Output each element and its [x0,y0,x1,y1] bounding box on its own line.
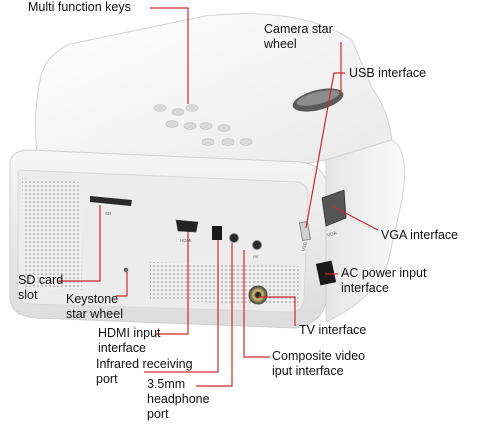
keystone-star-wheel[interactable] [123,267,129,273]
key-button[interactable] [171,108,185,116]
leader-hdmi [156,232,189,335]
label-camera-star-wheel: Camera star wheel [264,22,333,51]
ac-power-socket[interactable] [315,260,337,286]
usb-port[interactable] [299,220,311,242]
key-button[interactable] [153,104,167,112]
leader-headphone [196,243,233,387]
infrared-receiver [212,226,222,240]
leader-keystone [116,272,128,297]
label-vga-interface: VGA interface [381,228,459,242]
vga-marking: VGA [327,230,338,238]
left-vent-grill [22,178,82,290]
label-keystone-star-wheel: Keystone star wheel [66,292,123,321]
label-sd-card-slot: SD card slot [18,273,64,302]
label-hdmi-input: HDMI input interface [98,326,161,355]
multi-function-keypad [153,104,253,146]
key-button[interactable] [165,120,179,128]
key-button[interactable] [217,124,231,132]
label-tv-interface: TV interface [299,323,367,337]
leader-tv [258,296,296,326]
leader-multi-function-keys [150,7,189,104]
key-button[interactable] [201,138,215,146]
usb-marking: USB [300,241,308,251]
av-marking: AV [253,254,259,259]
label-usb-interface: USB interface [349,66,427,80]
headphone-jack[interactable] [229,233,239,243]
sd-marking: SD [105,211,112,216]
key-button[interactable] [185,104,199,112]
key-button[interactable] [221,138,235,146]
leader-infrared [144,240,219,373]
sd-card-slot[interactable] [90,196,132,206]
label-ac-power-input: AC power input interface [341,266,427,295]
label-headphone-port: 3.5mm headphone port [147,377,210,421]
leader-lines [58,7,379,387]
leader-usb-interface [305,72,345,229]
leader-vga-interface [331,205,379,231]
label-infrared-port: Infrared receiving port [96,357,193,386]
vga-port[interactable] [321,189,347,227]
hdmi-marking: HDMI [180,238,192,243]
key-button[interactable] [199,122,213,130]
hdmi-port[interactable] [175,219,199,233]
leader-sd-card [58,205,101,282]
key-button[interactable] [183,122,197,130]
lower-vent-grill [150,262,300,306]
label-composite-video: Composite video iput interface [272,349,366,378]
composite-av-jack[interactable] [252,240,262,250]
projector-right-side [325,139,405,323]
key-button[interactable] [239,138,253,146]
leader-composite [243,250,270,358]
label-multi-function-keys: Multi function keys [28,0,131,14]
